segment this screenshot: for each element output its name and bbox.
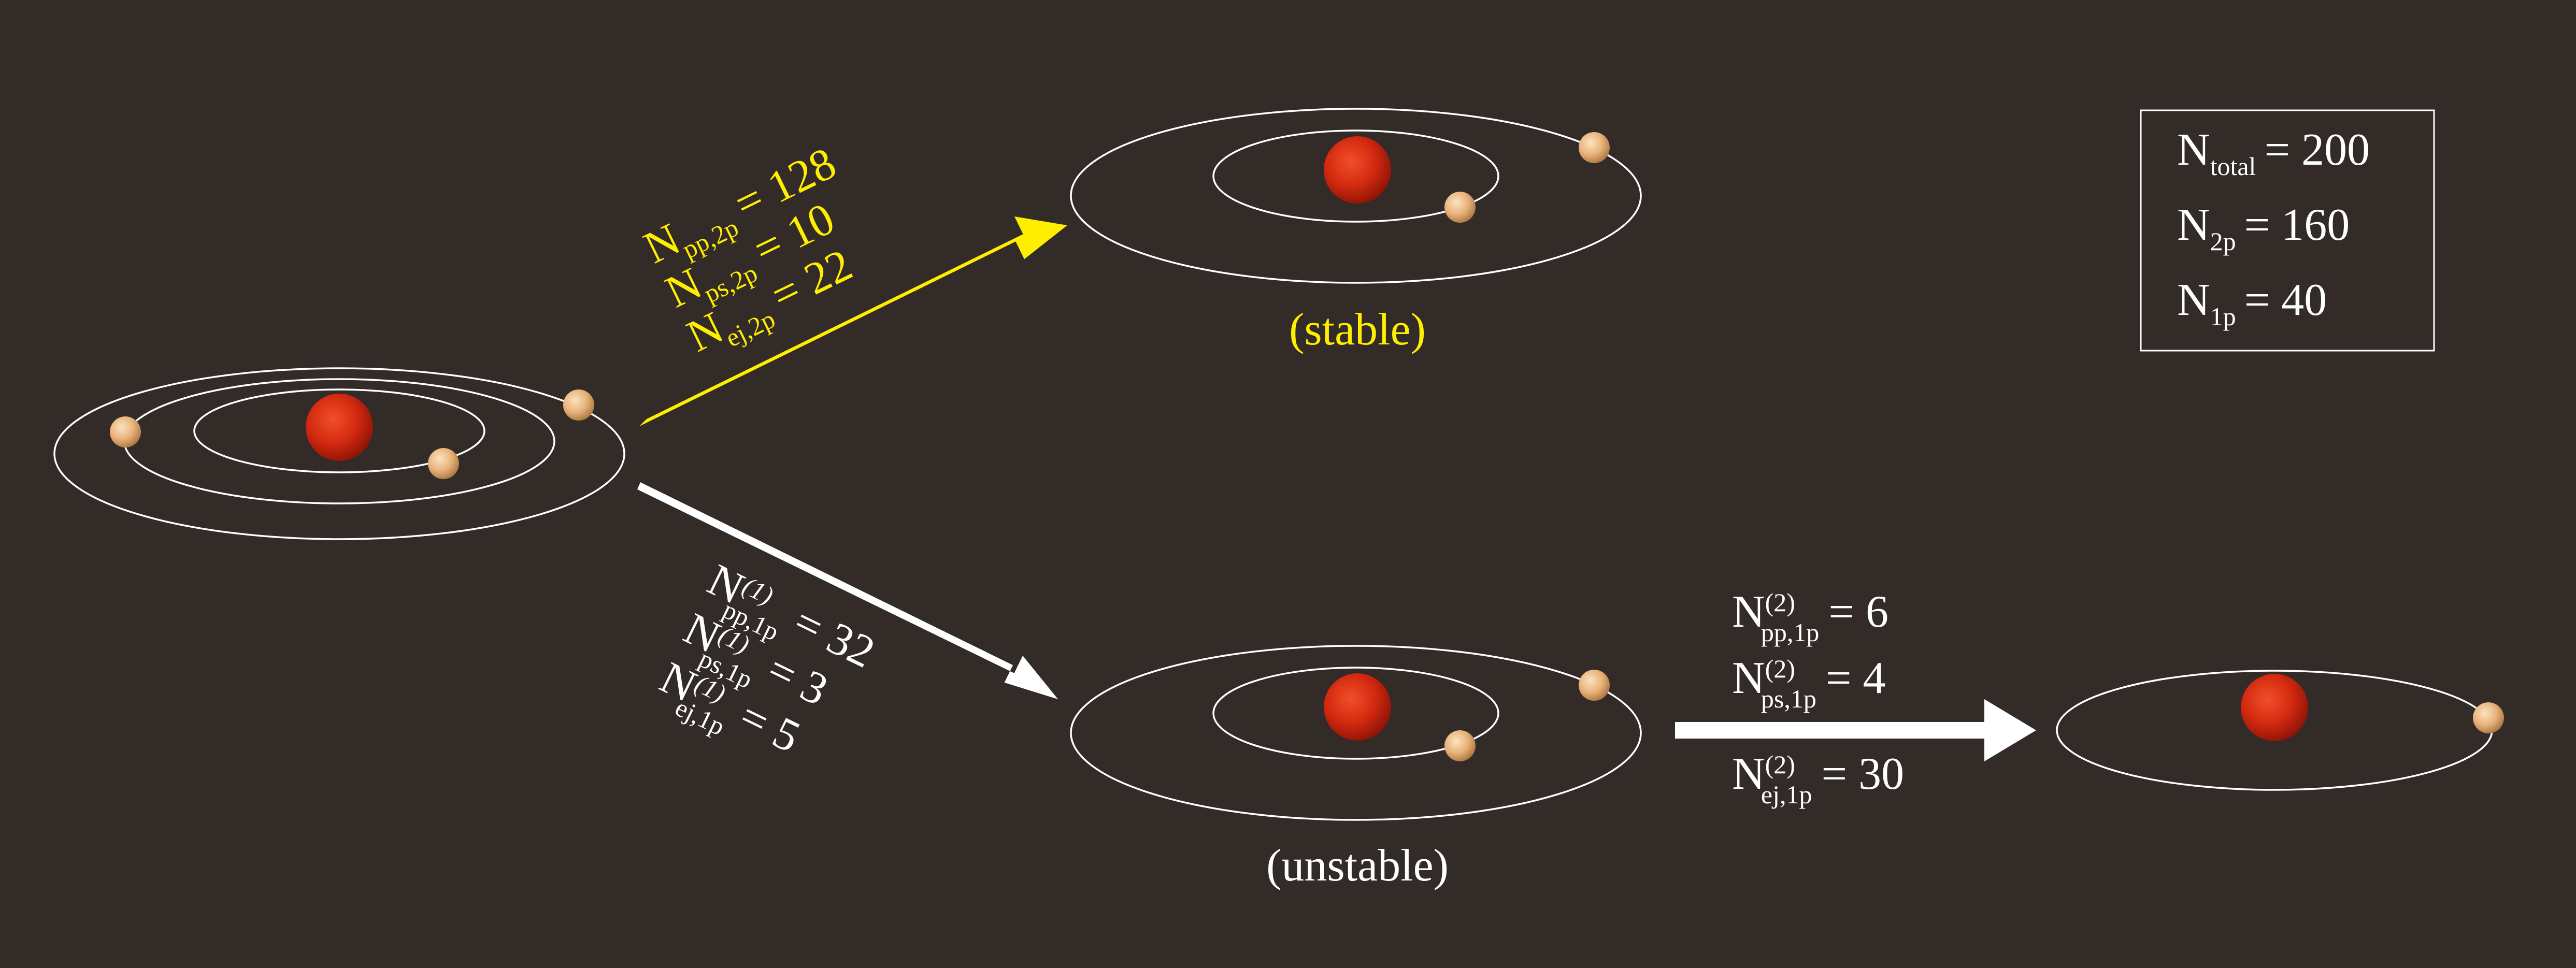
planet-inner <box>428 448 459 479</box>
star <box>1324 673 1391 741</box>
arrow-stable <box>639 216 1067 427</box>
orbit-outer <box>1070 645 1642 821</box>
initial-system <box>53 367 625 540</box>
orbit-inner <box>1212 667 1499 760</box>
arrow-second-stage <box>1675 699 2036 761</box>
planet-inner <box>1444 192 1476 223</box>
planet-middle <box>563 389 594 421</box>
orbit-inner <box>193 388 485 473</box>
final-system <box>2056 670 2504 791</box>
unstable-label: (unstable) <box>1266 841 1449 891</box>
planet-outer <box>110 416 141 447</box>
count-pp-1p-second: N(2)pp,1p= 6 <box>1732 587 1888 647</box>
orbit-outer <box>53 367 625 540</box>
star <box>1324 136 1391 204</box>
count-ps-1p-second: N(2)ps,1p= 4 <box>1732 653 1885 713</box>
summary-two-planet: N2p= 160 <box>2177 200 2350 256</box>
second-stage-counts: N(2)pp,1p= 6 N(2)ps,1p= 4 N(2)ej,1p= 30 <box>1732 587 1904 809</box>
planet-outer <box>1579 670 1610 701</box>
planet-inner <box>1444 730 1476 761</box>
stable-label: (stable) <box>1289 305 1426 355</box>
star <box>306 394 373 461</box>
stable-system <box>1070 108 1642 284</box>
orbit-inner <box>1212 129 1499 223</box>
summary-one-planet: N1p= 40 <box>2177 275 2327 331</box>
star <box>2241 674 2308 741</box>
planet-outer <box>1579 132 1610 163</box>
unstable-system <box>1070 645 1642 821</box>
summary-box: Ntotal= 200 N2p= 160 N1p= 40 <box>2140 109 2435 352</box>
arrow-unstable <box>637 482 1058 699</box>
planet <box>2473 702 2504 733</box>
summary-box-frame <box>2140 109 2435 352</box>
orbit-outer <box>1070 108 1642 284</box>
count-ej-1p-second: N(2)ej,1p= 30 <box>1732 749 1904 809</box>
summary-total: Ntotal= 200 <box>2177 125 2370 181</box>
